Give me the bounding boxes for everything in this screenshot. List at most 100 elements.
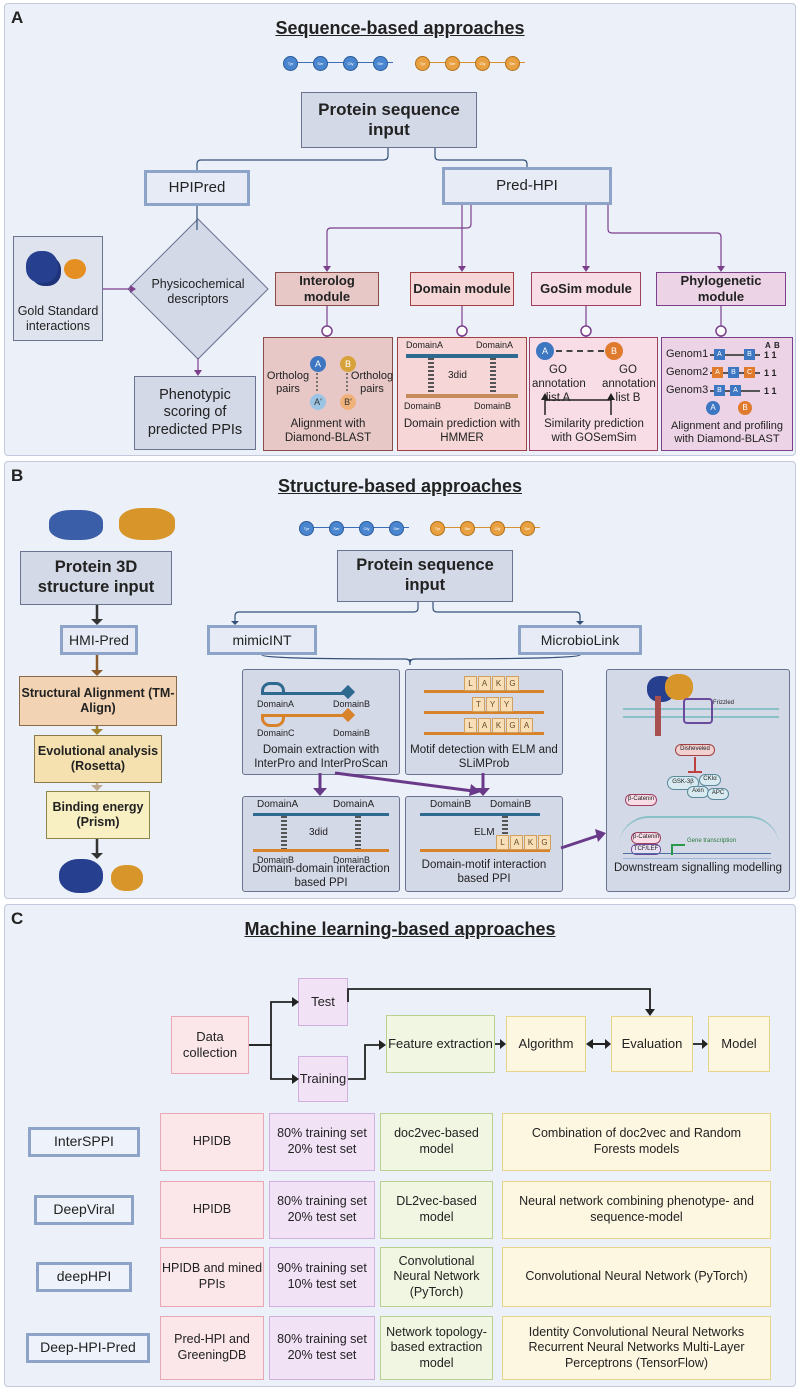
phylogenetic-module-label: Phylogenetic module bbox=[680, 273, 762, 304]
interolog-module: Interolog module bbox=[275, 272, 379, 306]
domain-label: DomainB bbox=[490, 799, 532, 810]
residue-bead: Gly bbox=[359, 521, 374, 536]
structural-alignment-label: Structural Alignment (TM-Align) bbox=[21, 686, 175, 715]
motif-residue: L bbox=[496, 835, 509, 850]
evolutional-analysis-step: Evolutional analysis (Rosetta) bbox=[34, 735, 162, 783]
domain-label: DomainC bbox=[257, 728, 295, 738]
data-source-cell: HPIDB bbox=[160, 1113, 264, 1171]
motif-bar bbox=[424, 732, 544, 735]
domain-label: DomainA bbox=[257, 699, 295, 709]
residue-bead: Gly bbox=[343, 56, 358, 71]
protein-a-circle: A bbox=[536, 342, 554, 360]
transcription-arrow bbox=[671, 844, 685, 855]
motif-residue: A bbox=[510, 835, 523, 850]
model-cell: Neural network combining phenotype- and … bbox=[502, 1181, 771, 1239]
phylogenetic-caption: Alignment and profiling with Diamond-BLA… bbox=[671, 420, 783, 446]
genome-label: Genom2 bbox=[666, 366, 709, 378]
split-cell: 80% training set 20% test set bbox=[269, 1113, 375, 1171]
protein-sequence-input-label: Protein sequence input bbox=[318, 99, 460, 139]
residue-bead: Ser bbox=[460, 521, 475, 536]
domain-label: DomainB bbox=[333, 855, 371, 865]
domain-label: DomainA bbox=[333, 799, 375, 810]
domain-label: DomainB bbox=[333, 699, 371, 709]
residue-bead: Ser bbox=[373, 56, 388, 71]
tool-name: DeepViral bbox=[34, 1195, 134, 1225]
hmi-pred-label: HMI-Pred bbox=[69, 631, 129, 648]
predicted-complex-icon bbox=[59, 859, 149, 893]
motif-residue: G bbox=[506, 676, 519, 691]
residue-bead: Ser bbox=[329, 521, 344, 536]
mimicint-label: mimicINT bbox=[232, 631, 292, 648]
pred-hpi-box: Pred-HPI bbox=[442, 167, 612, 205]
domain-link bbox=[502, 816, 508, 838]
gene-c: C bbox=[744, 367, 755, 378]
hmi-pred-box: HMI-Pred bbox=[60, 625, 138, 655]
gene-a: A bbox=[730, 385, 741, 396]
evaluation-label: Evaluation bbox=[621, 1036, 683, 1052]
binding-energy-label: Binding energy (Prism) bbox=[52, 800, 144, 829]
test-label: Test bbox=[311, 994, 335, 1010]
phylo-header-a: A bbox=[765, 341, 771, 350]
gene-b: B bbox=[744, 349, 755, 360]
panel-b-connectors bbox=[91, 602, 606, 859]
domain-label: DomainA bbox=[257, 799, 299, 810]
dishevelled-label: Disheveled bbox=[680, 746, 710, 753]
receptor-stalk bbox=[655, 696, 661, 736]
domain-a-shape bbox=[261, 682, 285, 695]
gene-b: B bbox=[728, 367, 739, 378]
phylo-header-b: B bbox=[774, 341, 780, 350]
model-box: Model bbox=[708, 1016, 770, 1072]
nucleus-membrane bbox=[619, 816, 779, 846]
algorithm-label: Algorithm bbox=[518, 1036, 574, 1052]
model-cell: Convolutional Neural Network (PyTorch) bbox=[502, 1247, 771, 1307]
data-source-cell: HPIDB bbox=[160, 1181, 264, 1239]
dishevelled-node: Disheveled bbox=[675, 744, 715, 756]
data-source-cell: Pred-HPI and GreeningDB bbox=[160, 1316, 264, 1380]
training-label: Training bbox=[299, 1071, 347, 1087]
data-source-cell: HPIDB and mined PPIs bbox=[160, 1247, 264, 1307]
panel-b-title: Structure-based approaches bbox=[277, 476, 523, 496]
motif-bar bbox=[420, 849, 550, 852]
domain-link bbox=[355, 816, 361, 849]
apc-label: APC bbox=[711, 790, 725, 797]
gsk-label: GSK-3β bbox=[672, 779, 694, 786]
residue-bead: Tyr bbox=[299, 521, 314, 536]
domain-label: DomainB bbox=[333, 728, 371, 738]
protein-a-circle: A bbox=[310, 356, 326, 372]
motif-bar bbox=[424, 690, 544, 693]
gene-transcription-label: Gene transcription bbox=[687, 838, 737, 844]
motif-residue: K bbox=[524, 835, 537, 850]
motif-bar bbox=[424, 711, 544, 714]
gosim-module: GoSim module bbox=[531, 272, 641, 306]
feature-cell: Convolutional Neural Network (PyTorch) bbox=[380, 1247, 493, 1307]
domain-label: DomainB bbox=[430, 799, 472, 810]
ortholog-pairs-left: Ortholog pairs bbox=[266, 370, 310, 396]
interolog-module-label: Interolog module bbox=[299, 273, 355, 304]
protein-sequence-input-box: Protein sequence input bbox=[301, 92, 477, 148]
pred-hpi-label: Pred-HPI bbox=[496, 177, 558, 194]
motif-residue: G bbox=[538, 835, 551, 850]
panel-c-label: C bbox=[11, 909, 24, 928]
data-collection-label: Data collection bbox=[182, 1029, 238, 1060]
panel-c-connectors bbox=[249, 988, 708, 1084]
gene-a: A bbox=[712, 367, 723, 378]
panel-a-title: Sequence-based approaches bbox=[275, 18, 525, 38]
feature-cell: Network topology-based extraction model bbox=[380, 1316, 493, 1380]
domain-link bbox=[490, 358, 496, 394]
phenotypic-scoring-box: Phenotypic scoring of predicted PPIs bbox=[134, 376, 256, 450]
phylogenetic-detail: A B Genom1 Genom2 Genom3 A B A B C B A 1… bbox=[661, 337, 793, 451]
model-label: Model bbox=[721, 1036, 757, 1052]
domain-c-shape bbox=[261, 714, 285, 727]
protein-3d-input-label: Protein 3D structure input bbox=[37, 558, 155, 596]
physicochemical-diamond: Physicochemical descriptors bbox=[127, 218, 269, 360]
microbiolink-box: MicrobioLink bbox=[518, 625, 642, 655]
ddi-caption: Domain-domain interaction based PPI bbox=[252, 863, 390, 889]
gosim-detail: A B GO annotation list A GO annotation l… bbox=[529, 337, 658, 451]
ortholog-a-circle: A' bbox=[310, 394, 326, 410]
panel-c: C Machine learning-based approaches Data… bbox=[4, 904, 796, 1387]
domain-label: DomainB bbox=[404, 401, 442, 411]
ortholog-pairs-right: Ortholog pairs bbox=[350, 370, 394, 396]
residue-bead: Gly bbox=[475, 56, 490, 71]
split-cell: 80% training set 20% test set bbox=[269, 1316, 375, 1380]
domain-detail: DomainA DomainA 3did DomainB DomainB Dom… bbox=[397, 337, 527, 451]
